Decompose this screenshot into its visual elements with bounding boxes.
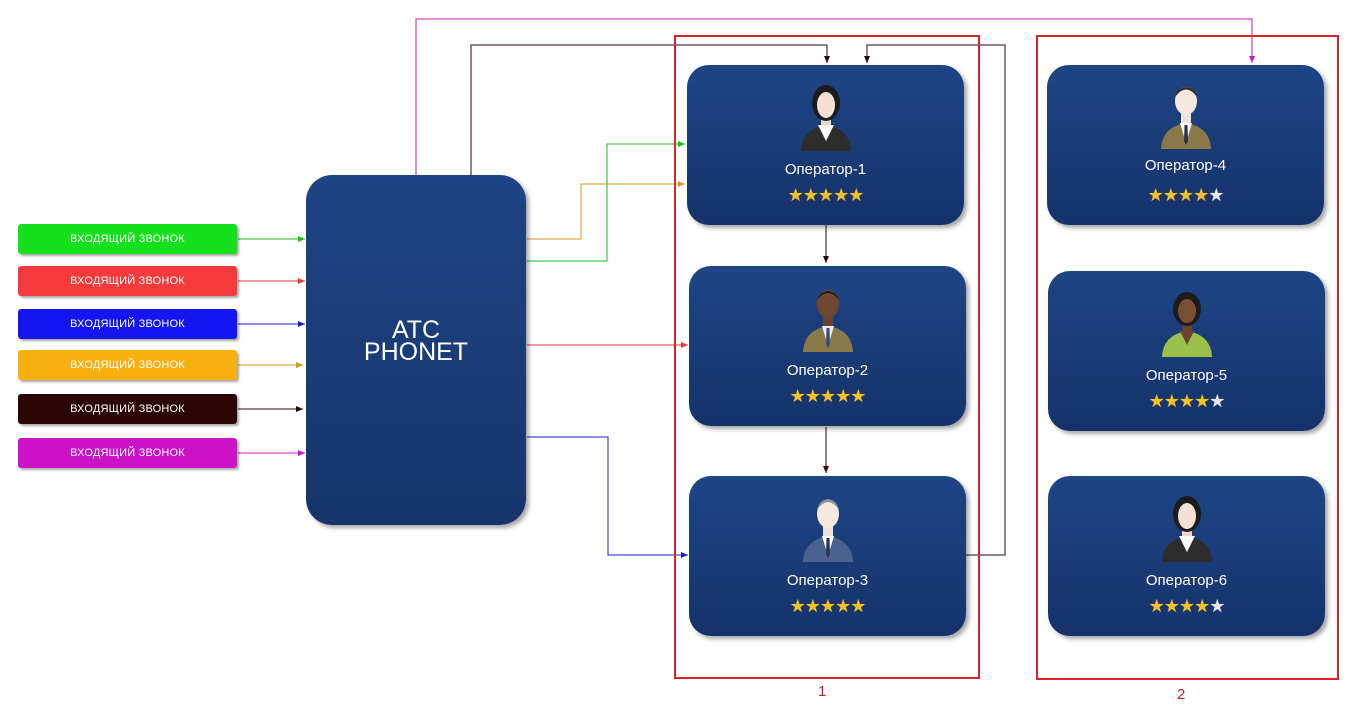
star-filled-icon: ★ <box>819 386 836 406</box>
operator-name: Оператор-1 <box>784 161 867 178</box>
operator-group-2 <box>1036 35 1339 680</box>
star-filled-icon: ★ <box>1194 596 1210 616</box>
star-filled-icon: ★ <box>1178 596 1195 616</box>
rating-stars: ★★★★★ <box>689 597 966 615</box>
star-filled-icon: ★ <box>850 596 866 616</box>
incoming-call-2: ВХОДЯЩИЙ ЗВОНОК <box>18 266 237 296</box>
wire-magenta-to-op4 <box>415 18 1255 175</box>
incoming-call-1: ВХОДЯЩИЙ ЗВОНОК <box>18 224 237 254</box>
star-filled-icon: ★ <box>1178 391 1195 411</box>
star-filled-icon: ★ <box>819 596 836 616</box>
female-operator-icon <box>1161 496 1212 562</box>
star-filled-icon: ★ <box>848 185 864 205</box>
star-filled-icon: ★ <box>1163 391 1180 411</box>
incoming-call-5: ВХОДЯЩИЙ ЗВОНОК <box>18 394 237 424</box>
operator-card-5: Оператор-5 ★★★★★ <box>1048 271 1325 431</box>
star-filled-icon: ★ <box>833 185 849 205</box>
star-filled-icon: ★ <box>817 185 834 205</box>
operator-card-1: Оператор-1 ★★★★★ <box>687 65 964 225</box>
rating-stars: ★★★★★ <box>687 186 964 204</box>
star-filled-icon: ★ <box>1194 391 1210 411</box>
star-empty-icon: ★ <box>1209 596 1225 616</box>
star-filled-icon: ★ <box>789 386 806 406</box>
male-operator-icon <box>802 290 853 352</box>
star-empty-icon: ★ <box>1209 391 1225 411</box>
operator-name: Оператор-2 <box>786 362 869 379</box>
operator-card-2: Оператор-2 ★★★★★ <box>689 266 966 426</box>
star-filled-icon: ★ <box>835 386 851 406</box>
star-filled-icon: ★ <box>1147 185 1164 205</box>
operator-name: Оператор-5 <box>1145 367 1228 384</box>
incoming-call-3: ВХОДЯЩИЙ ЗВОНОК <box>18 309 237 339</box>
wire-op3-loop-to-op1 <box>864 44 1006 556</box>
star-filled-icon: ★ <box>787 185 804 205</box>
operator-card-6: Оператор-6 ★★★★★ <box>1048 476 1325 636</box>
incoming-call-4: ВХОДЯЩИЙ ЗВОНОК <box>18 350 237 380</box>
incoming-call-6: ВХОДЯЩИЙ ЗВОНОК <box>18 438 237 468</box>
operator-name: Оператор-4 <box>1144 157 1227 174</box>
star-filled-icon: ★ <box>1163 596 1180 616</box>
star-filled-icon: ★ <box>835 596 851 616</box>
star-filled-icon: ★ <box>1177 185 1194 205</box>
star-empty-icon: ★ <box>1208 185 1224 205</box>
star-filled-icon: ★ <box>1193 185 1209 205</box>
male-operator-icon <box>1160 87 1211 149</box>
operator-group-1-label: 1 <box>818 683 827 700</box>
star-filled-icon: ★ <box>1148 391 1165 411</box>
star-filled-icon: ★ <box>789 596 806 616</box>
rating-stars: ★★★★★ <box>1048 392 1325 410</box>
star-filled-icon: ★ <box>1148 596 1165 616</box>
female-operator-icon <box>1161 292 1212 357</box>
rating-stars: ★★★★★ <box>1048 597 1325 615</box>
pbx-block: АТС PHONET <box>306 175 526 525</box>
operator-group-2-label: 2 <box>1177 686 1186 703</box>
pbx-title-line1: АТС <box>391 315 441 344</box>
star-filled-icon: ★ <box>804 386 821 406</box>
star-filled-icon: ★ <box>1162 185 1179 205</box>
operator-name: Оператор-6 <box>1145 572 1228 589</box>
star-filled-icon: ★ <box>850 386 866 406</box>
operator-card-4: Оператор-4 ★★★★★ <box>1047 65 1324 225</box>
rating-stars: ★★★★★ <box>1047 186 1324 204</box>
operator-group-1 <box>674 35 980 679</box>
pbx-title-line2: PHONET <box>363 337 469 366</box>
male-operator-icon <box>802 499 853 562</box>
female-operator-icon <box>800 85 851 151</box>
wire-green-to-op1 <box>527 141 685 262</box>
star-filled-icon: ★ <box>802 185 819 205</box>
wire-blue-to-op3 <box>527 436 688 558</box>
wire-dark-to-op1 <box>470 44 830 175</box>
rating-stars: ★★★★★ <box>689 387 966 405</box>
operator-card-3: Оператор-3 ★★★★★ <box>689 476 966 636</box>
star-filled-icon: ★ <box>804 596 821 616</box>
wire-orange-to-op1 <box>527 181 685 240</box>
operator-name: Оператор-3 <box>786 572 869 589</box>
